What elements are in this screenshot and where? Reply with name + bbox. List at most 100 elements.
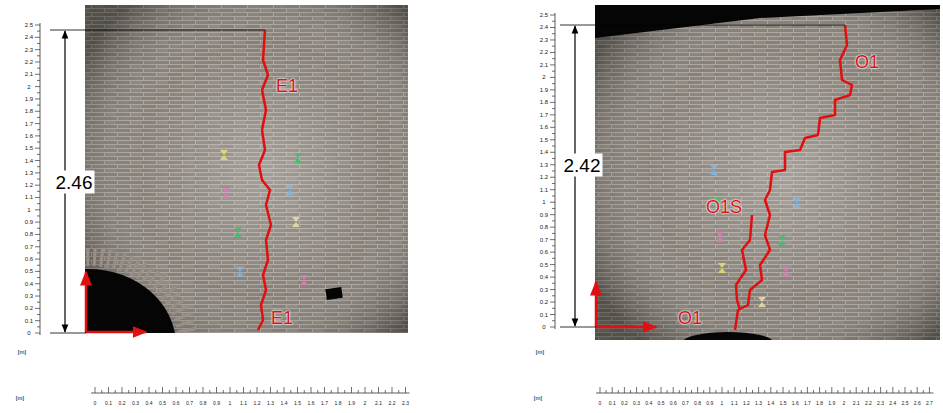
tick-label: 1.9 (828, 401, 835, 406)
ruler-tick (338, 387, 339, 393)
ruler-tick (209, 390, 210, 393)
ruler-tick (550, 327, 555, 328)
ruler-tick (35, 234, 40, 235)
ruler-tick (37, 228, 40, 229)
ruler-tick (552, 295, 555, 296)
ruler-tick (35, 37, 40, 38)
tick-label: 1.1 (240, 401, 247, 406)
ruler-tick (550, 52, 555, 53)
ruler-tick (550, 302, 555, 303)
ruler-tick (37, 203, 40, 204)
ruler-tick (37, 326, 40, 327)
ruler-tick (37, 105, 40, 106)
ruler-tick (862, 390, 863, 393)
ruler-tick (550, 127, 555, 128)
ruler-tick (203, 387, 204, 393)
tick-label: 1.8 (540, 99, 548, 105)
ruler-tick (673, 387, 674, 393)
tick-label: 1.2 (743, 401, 750, 406)
ruler-tick (550, 139, 555, 140)
ruler-tick (550, 15, 555, 16)
ruler-tick (819, 387, 820, 393)
ruler-tick (550, 64, 555, 65)
tick-label: 1.8 (335, 401, 342, 406)
tick-label: 1 (542, 199, 545, 205)
tick-label: 0.8 (694, 401, 701, 406)
ruler-tick (35, 123, 40, 124)
ruler-tick (552, 320, 555, 321)
ruler-tick (35, 111, 40, 112)
ruler-tick (550, 264, 555, 265)
tick-label: 1.5 (25, 145, 33, 151)
ruler-tick (850, 390, 851, 393)
tick-label: 0.8 (25, 231, 33, 237)
tick-label: 2.1 (540, 62, 548, 68)
ruler-tick (35, 271, 40, 272)
tick-label: 0.9 (706, 401, 713, 406)
tick-label: 1.5 (780, 401, 787, 406)
tick-label: 1.9 (25, 96, 33, 102)
tick-label: 0.4 (645, 401, 652, 406)
tick-label: 2.3 (25, 47, 33, 53)
tick-label: 1.1 (540, 187, 548, 193)
tick-label: 0.3 (25, 293, 33, 299)
ruler-tick (552, 270, 555, 271)
ruler-tick (35, 135, 40, 136)
ruler-tick (35, 98, 40, 99)
ruler-tick (304, 390, 305, 393)
ruler-tick (37, 265, 40, 266)
ruler-tick (37, 43, 40, 44)
ruler-tick (831, 387, 832, 393)
ruler-tick (783, 387, 784, 393)
wall-photo (85, 5, 408, 333)
ruler-tick (37, 142, 40, 143)
tick-label: 2.5 (25, 22, 33, 28)
ruler-tick (776, 390, 777, 393)
ruler-tick (284, 387, 285, 393)
tick-label: 1.6 (25, 133, 33, 139)
ruler-tick (844, 387, 845, 393)
tick-label: 0.1 (540, 312, 548, 318)
crack-label: E1 (276, 77, 298, 95)
tick-label: 2.2 (540, 49, 548, 55)
tick-label: 2.2 (25, 59, 33, 65)
tick-label: 0.6 (173, 401, 180, 406)
ruler-tick (552, 121, 555, 122)
gauge-marker (294, 153, 302, 163)
axis-unit: [m] (534, 395, 542, 401)
ruler-tick (37, 166, 40, 167)
ruler-tick (758, 387, 759, 393)
ruler-tick (115, 390, 116, 393)
ruler-tick (35, 333, 40, 334)
ruler-tick (770, 387, 771, 393)
ruler-tick (703, 390, 704, 393)
ruler-tick (552, 195, 555, 196)
tick-label: 2 (364, 401, 367, 406)
ruler-tick (37, 154, 40, 155)
ruler-tick (795, 387, 796, 393)
ruler-tick (182, 390, 183, 393)
tick-label: 2.7 (926, 401, 933, 406)
ruler-tick (600, 387, 601, 393)
gauge-marker (710, 165, 718, 175)
tick-label: 1.7 (321, 401, 328, 406)
gauge-marker (782, 267, 790, 277)
ruler-tick (813, 390, 814, 393)
ruler-tick (728, 390, 729, 393)
crack-line (735, 25, 852, 330)
ruler-tick (550, 289, 555, 290)
tick-label: 1 (27, 207, 30, 213)
ruler-tick (35, 308, 40, 309)
ruler-tick (789, 390, 790, 393)
ruler-tick (101, 390, 102, 393)
ruler-tick (552, 96, 555, 97)
axis-unit: [m] (536, 349, 544, 355)
tick-label: 0 (94, 401, 97, 406)
ruler-tick (550, 114, 555, 115)
crack-line (258, 30, 271, 330)
ruler-tick (648, 387, 649, 393)
tick-label: 1.7 (540, 112, 548, 118)
ruler-tick (550, 89, 555, 90)
ruler-tick (837, 390, 838, 393)
